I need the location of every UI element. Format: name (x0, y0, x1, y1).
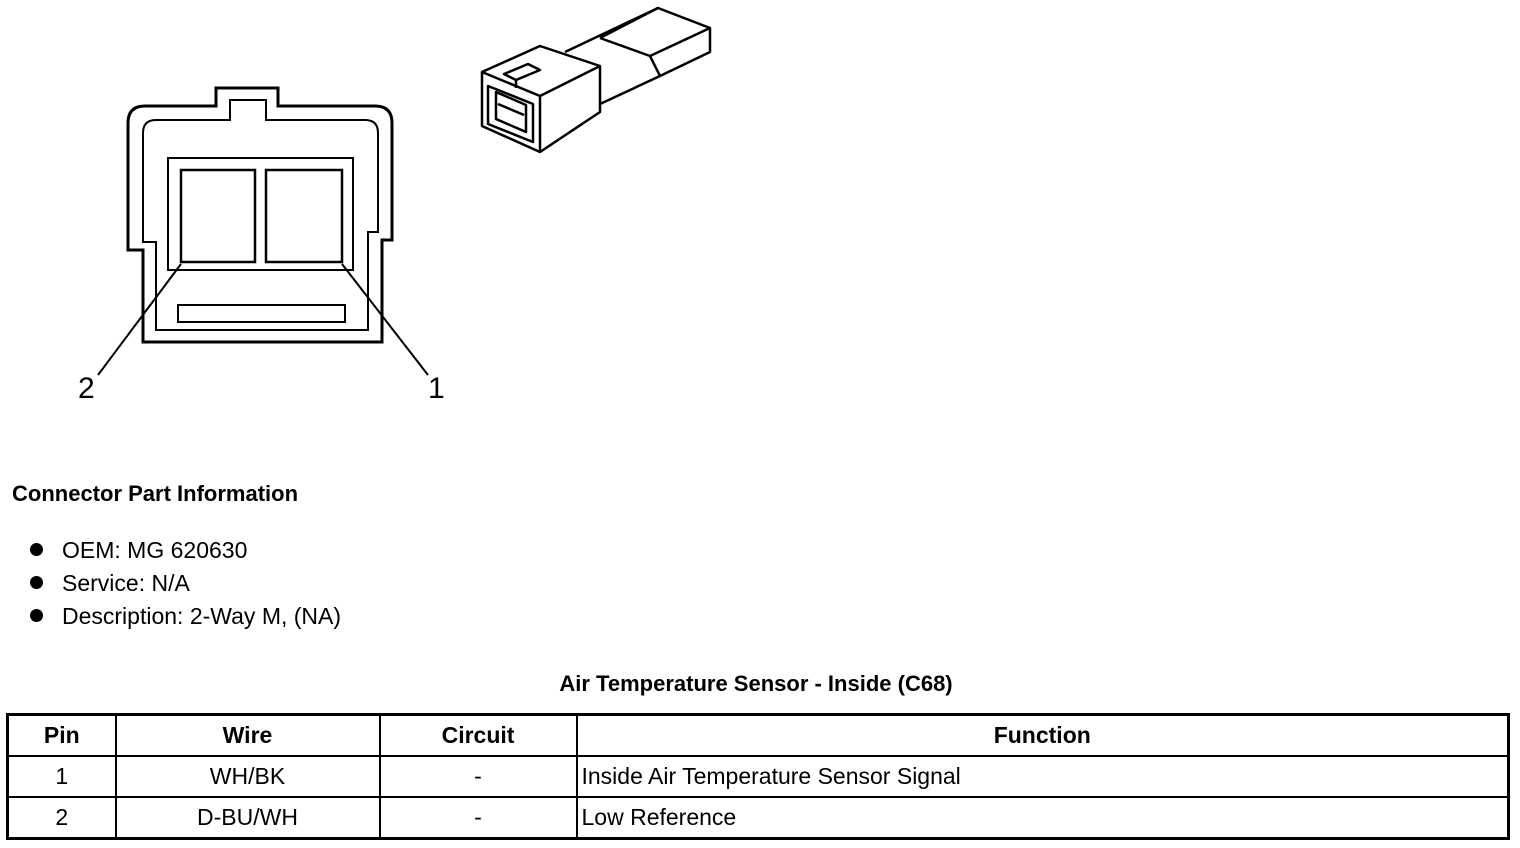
cell-function: Inside Air Temperature Sensor Signal (575, 755, 1510, 798)
table-title: Air Temperature Sensor - Inside (C68) (559, 671, 953, 696)
cell-circuit: - (378, 755, 578, 798)
pinout-table: Pin Wire Circuit Function 1 WH/BK - Insi… (6, 713, 1510, 840)
header-function: Function (575, 713, 1510, 757)
oem-text: OEM: MG 620630 (62, 537, 248, 563)
description-text: Description: 2-Way M, (NA) (62, 603, 342, 629)
connector-info-title: Connector Part Information (12, 481, 299, 506)
service-text: Service: N/A (62, 570, 190, 596)
header-pin: Pin (6, 713, 117, 757)
cell-wire: WH/BK (114, 755, 381, 798)
table-header-row: Pin Wire Circuit Function (6, 713, 1510, 757)
header-wire: Wire (114, 713, 381, 757)
list-item: Description: 2-Way M, (NA) (30, 600, 341, 633)
pin-label-2: 2 (78, 372, 95, 405)
list-item: OEM: MG 620630 (30, 534, 341, 567)
header-circuit: Circuit (378, 713, 578, 757)
table-row: 2 D-BU/WH - Low Reference (6, 796, 1510, 840)
connector-isometric-view (480, 6, 712, 154)
connector-info-list: OEM: MG 620630 Service: N/A Description:… (30, 534, 341, 633)
connector-diagram (97, 6, 712, 376)
connector-face-view (97, 86, 429, 376)
list-item: Service: N/A (30, 567, 341, 600)
cell-wire: D-BU/WH (114, 796, 381, 840)
cell-pin: 1 (6, 755, 117, 798)
table-row: 1 WH/BK - Inside Air Temperature Sensor … (6, 755, 1510, 798)
bullet-icon (30, 576, 43, 589)
bullet-icon (30, 543, 43, 556)
bullet-icon (30, 609, 43, 622)
cell-circuit: - (378, 796, 578, 840)
pin-label-1: 1 (428, 372, 445, 405)
cell-function: Low Reference (575, 796, 1510, 840)
cell-pin: 2 (6, 796, 117, 840)
